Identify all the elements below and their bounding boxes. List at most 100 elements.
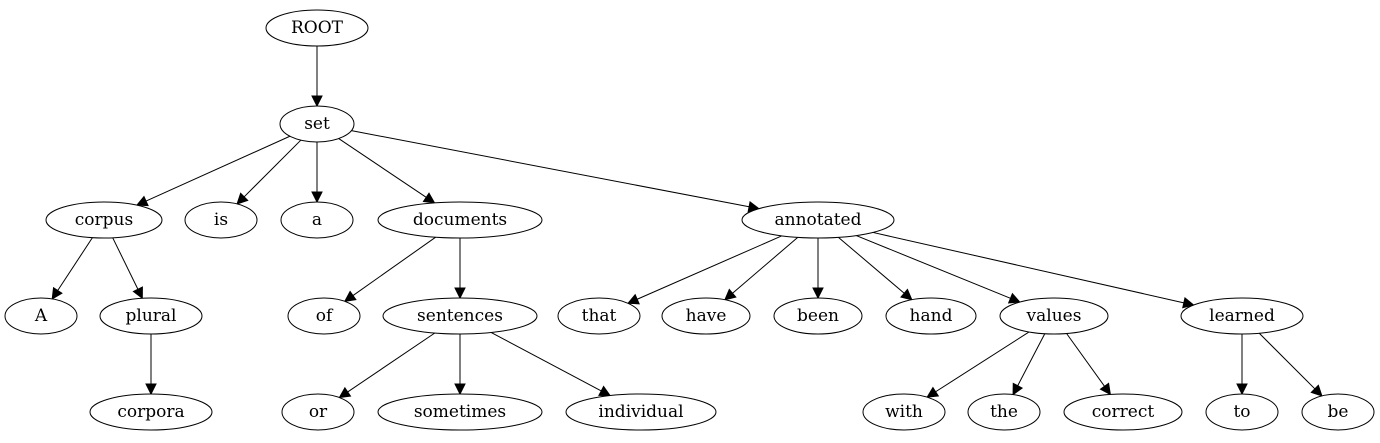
edge-line	[935, 331, 1030, 393]
node-label: have	[686, 306, 727, 326]
edge-line	[243, 139, 302, 198]
edge-line	[112, 237, 139, 290]
node-or: or	[281, 393, 355, 431]
node-label: set	[304, 114, 330, 134]
node-label: correct	[1092, 402, 1155, 422]
node-label: corpora	[117, 402, 184, 422]
edge-annotated-to-been	[812, 238, 824, 300]
node-label: plural	[126, 306, 177, 326]
edge-root-to-set	[311, 46, 323, 108]
node-ellipse	[382, 297, 538, 335]
arrowhead	[1236, 383, 1248, 396]
node-correct: correct	[1063, 393, 1183, 431]
edge-sentences-to-sometimes	[454, 334, 466, 396]
node-documents: documents	[377, 201, 543, 239]
edge-corpus-to-A	[51, 237, 93, 300]
arrowhead	[900, 288, 913, 301]
edge-line	[1258, 332, 1316, 390]
node-label: or	[309, 402, 328, 422]
edge-line	[352, 236, 436, 296]
arrowhead	[132, 286, 143, 300]
edge-line	[732, 236, 799, 294]
edge-line	[490, 332, 602, 392]
node-ellipse	[885, 297, 977, 335]
arrowhead	[422, 192, 436, 204]
arrowhead	[51, 286, 63, 300]
node-ellipse	[99, 297, 203, 335]
node-ellipse	[967, 393, 1041, 431]
node-is: is	[184, 201, 258, 239]
node-ellipse	[862, 393, 946, 431]
node-be: be	[1301, 393, 1375, 431]
arrowhead	[236, 192, 249, 205]
edge-line	[636, 235, 783, 300]
node-ellipse	[661, 297, 751, 335]
node-ellipse	[1205, 393, 1279, 431]
node-ellipse	[279, 105, 355, 143]
node-annotated: annotated	[741, 201, 895, 239]
edge-plural-to-corpora	[145, 334, 157, 396]
edge-set-to-documents	[338, 138, 436, 204]
arrowhead	[626, 293, 640, 305]
node-that: that	[557, 297, 641, 335]
edges-layer	[51, 46, 1323, 399]
edge-documents-to-sentences	[454, 238, 466, 300]
edge-set-to-is	[236, 139, 302, 205]
node-ellipse	[45, 201, 163, 239]
node-ellipse	[280, 201, 354, 239]
edge-line	[1017, 333, 1046, 386]
node-label: be	[1328, 402, 1349, 422]
edge-sentences-to-individual	[490, 332, 612, 397]
arrowhead	[343, 290, 357, 302]
arrowhead	[812, 287, 824, 300]
edge-line	[57, 237, 93, 291]
edge-annotated-to-hand	[838, 236, 913, 301]
node-label: that	[582, 306, 617, 326]
node-values: values	[999, 297, 1109, 335]
node-ellipse	[287, 297, 361, 335]
edge-line	[1066, 333, 1105, 387]
edge-annotated-to-learned	[872, 231, 1195, 309]
edge-annotated-to-that	[626, 235, 783, 305]
node-label: ROOT	[291, 18, 344, 38]
node-label: individual	[598, 402, 683, 422]
arrowhead	[135, 195, 149, 207]
node-ellipse	[4, 297, 78, 335]
edge-line	[872, 231, 1184, 304]
edge-set-to-corpus	[135, 135, 291, 207]
node-label: sometimes	[414, 402, 506, 422]
node-label: a	[312, 210, 322, 230]
node-of: of	[287, 297, 361, 335]
node-ellipse	[281, 393, 355, 431]
node-ellipse	[565, 393, 717, 431]
node-label: of	[316, 306, 334, 326]
arrowhead	[311, 191, 323, 204]
arrowhead	[454, 383, 466, 396]
edge-set-to-a	[311, 142, 323, 204]
node-label: is	[214, 210, 228, 230]
arrowhead	[1007, 292, 1021, 304]
edge-annotated-to-values	[856, 235, 1021, 304]
node-ellipse	[1063, 393, 1183, 431]
node-have: have	[661, 297, 751, 335]
node-ellipse	[184, 201, 258, 239]
arrowhead	[145, 383, 157, 396]
node-label: hand	[910, 306, 953, 326]
node-label: to	[1233, 402, 1250, 422]
arrowhead	[1310, 384, 1323, 397]
node-label: the	[990, 402, 1018, 422]
node-ellipse	[265, 9, 369, 47]
node-ellipse	[741, 201, 895, 239]
node-ellipse	[377, 201, 543, 239]
node-a: a	[280, 201, 354, 239]
arrowhead	[454, 287, 466, 300]
node-set: set	[279, 105, 355, 143]
node-ellipse	[557, 297, 641, 335]
arrowhead	[1099, 382, 1112, 396]
edge-values-to-with	[926, 331, 1030, 398]
edge-corpus-to-plural	[112, 237, 143, 300]
node-ellipse	[773, 297, 863, 335]
edge-documents-to-of	[343, 236, 436, 302]
node-ellipse	[999, 297, 1109, 335]
